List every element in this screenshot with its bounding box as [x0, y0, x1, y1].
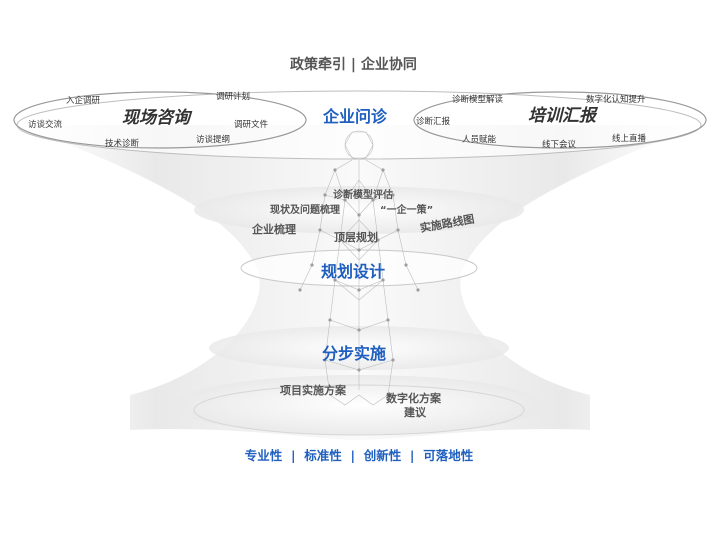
bottom-disk: [174, 375, 544, 435]
right-item: 人员赋能: [462, 135, 497, 145]
left-item: 技术诊断: [105, 139, 140, 149]
right-bubble: [413, 91, 707, 149]
left-group-title: 现场咨询: [122, 108, 190, 128]
right-group-title: 培训汇报: [528, 106, 596, 126]
planning-item: 诊断模型评估: [333, 190, 393, 201]
left-item: 访谈交流: [28, 120, 63, 130]
right-item: 线上直播: [612, 134, 647, 144]
planning-item: 企业梳理: [252, 223, 296, 236]
right-item: 线下会议: [542, 140, 577, 150]
wireframe-nodes: [298, 168, 420, 372]
right-item: 诊断模型解读: [452, 95, 504, 105]
left-item: 访谈提纲: [196, 135, 231, 145]
stage-implementation: 分步实施: [322, 344, 387, 363]
implementation-item: 建议: [404, 406, 426, 419]
implementation-item: 项目实施方案: [280, 384, 346, 397]
right-item: 诊断汇报: [416, 117, 451, 127]
stage-planning: 规划设计: [321, 262, 386, 281]
footer-values: 专业性 | 标准性 | 创新性 | 可落地性: [244, 448, 474, 463]
planning-item: 顶层规划: [334, 231, 378, 244]
implementation-item: 数字化方案: [386, 392, 441, 405]
left-item: 调研文件: [234, 120, 269, 130]
left-bubble: [13, 91, 307, 149]
planning-item: “一企一策”: [380, 205, 434, 216]
right-item: 数字化认知提升: [586, 95, 646, 105]
left-item: 入企调研: [66, 96, 101, 106]
planning-item: 现状及问题梳理: [270, 205, 340, 216]
left-item: 调研计划: [216, 92, 251, 102]
stage-diagnosis: 企业问诊: [323, 107, 388, 126]
header-title: 政策牵引 | 企业协同: [290, 57, 417, 73]
